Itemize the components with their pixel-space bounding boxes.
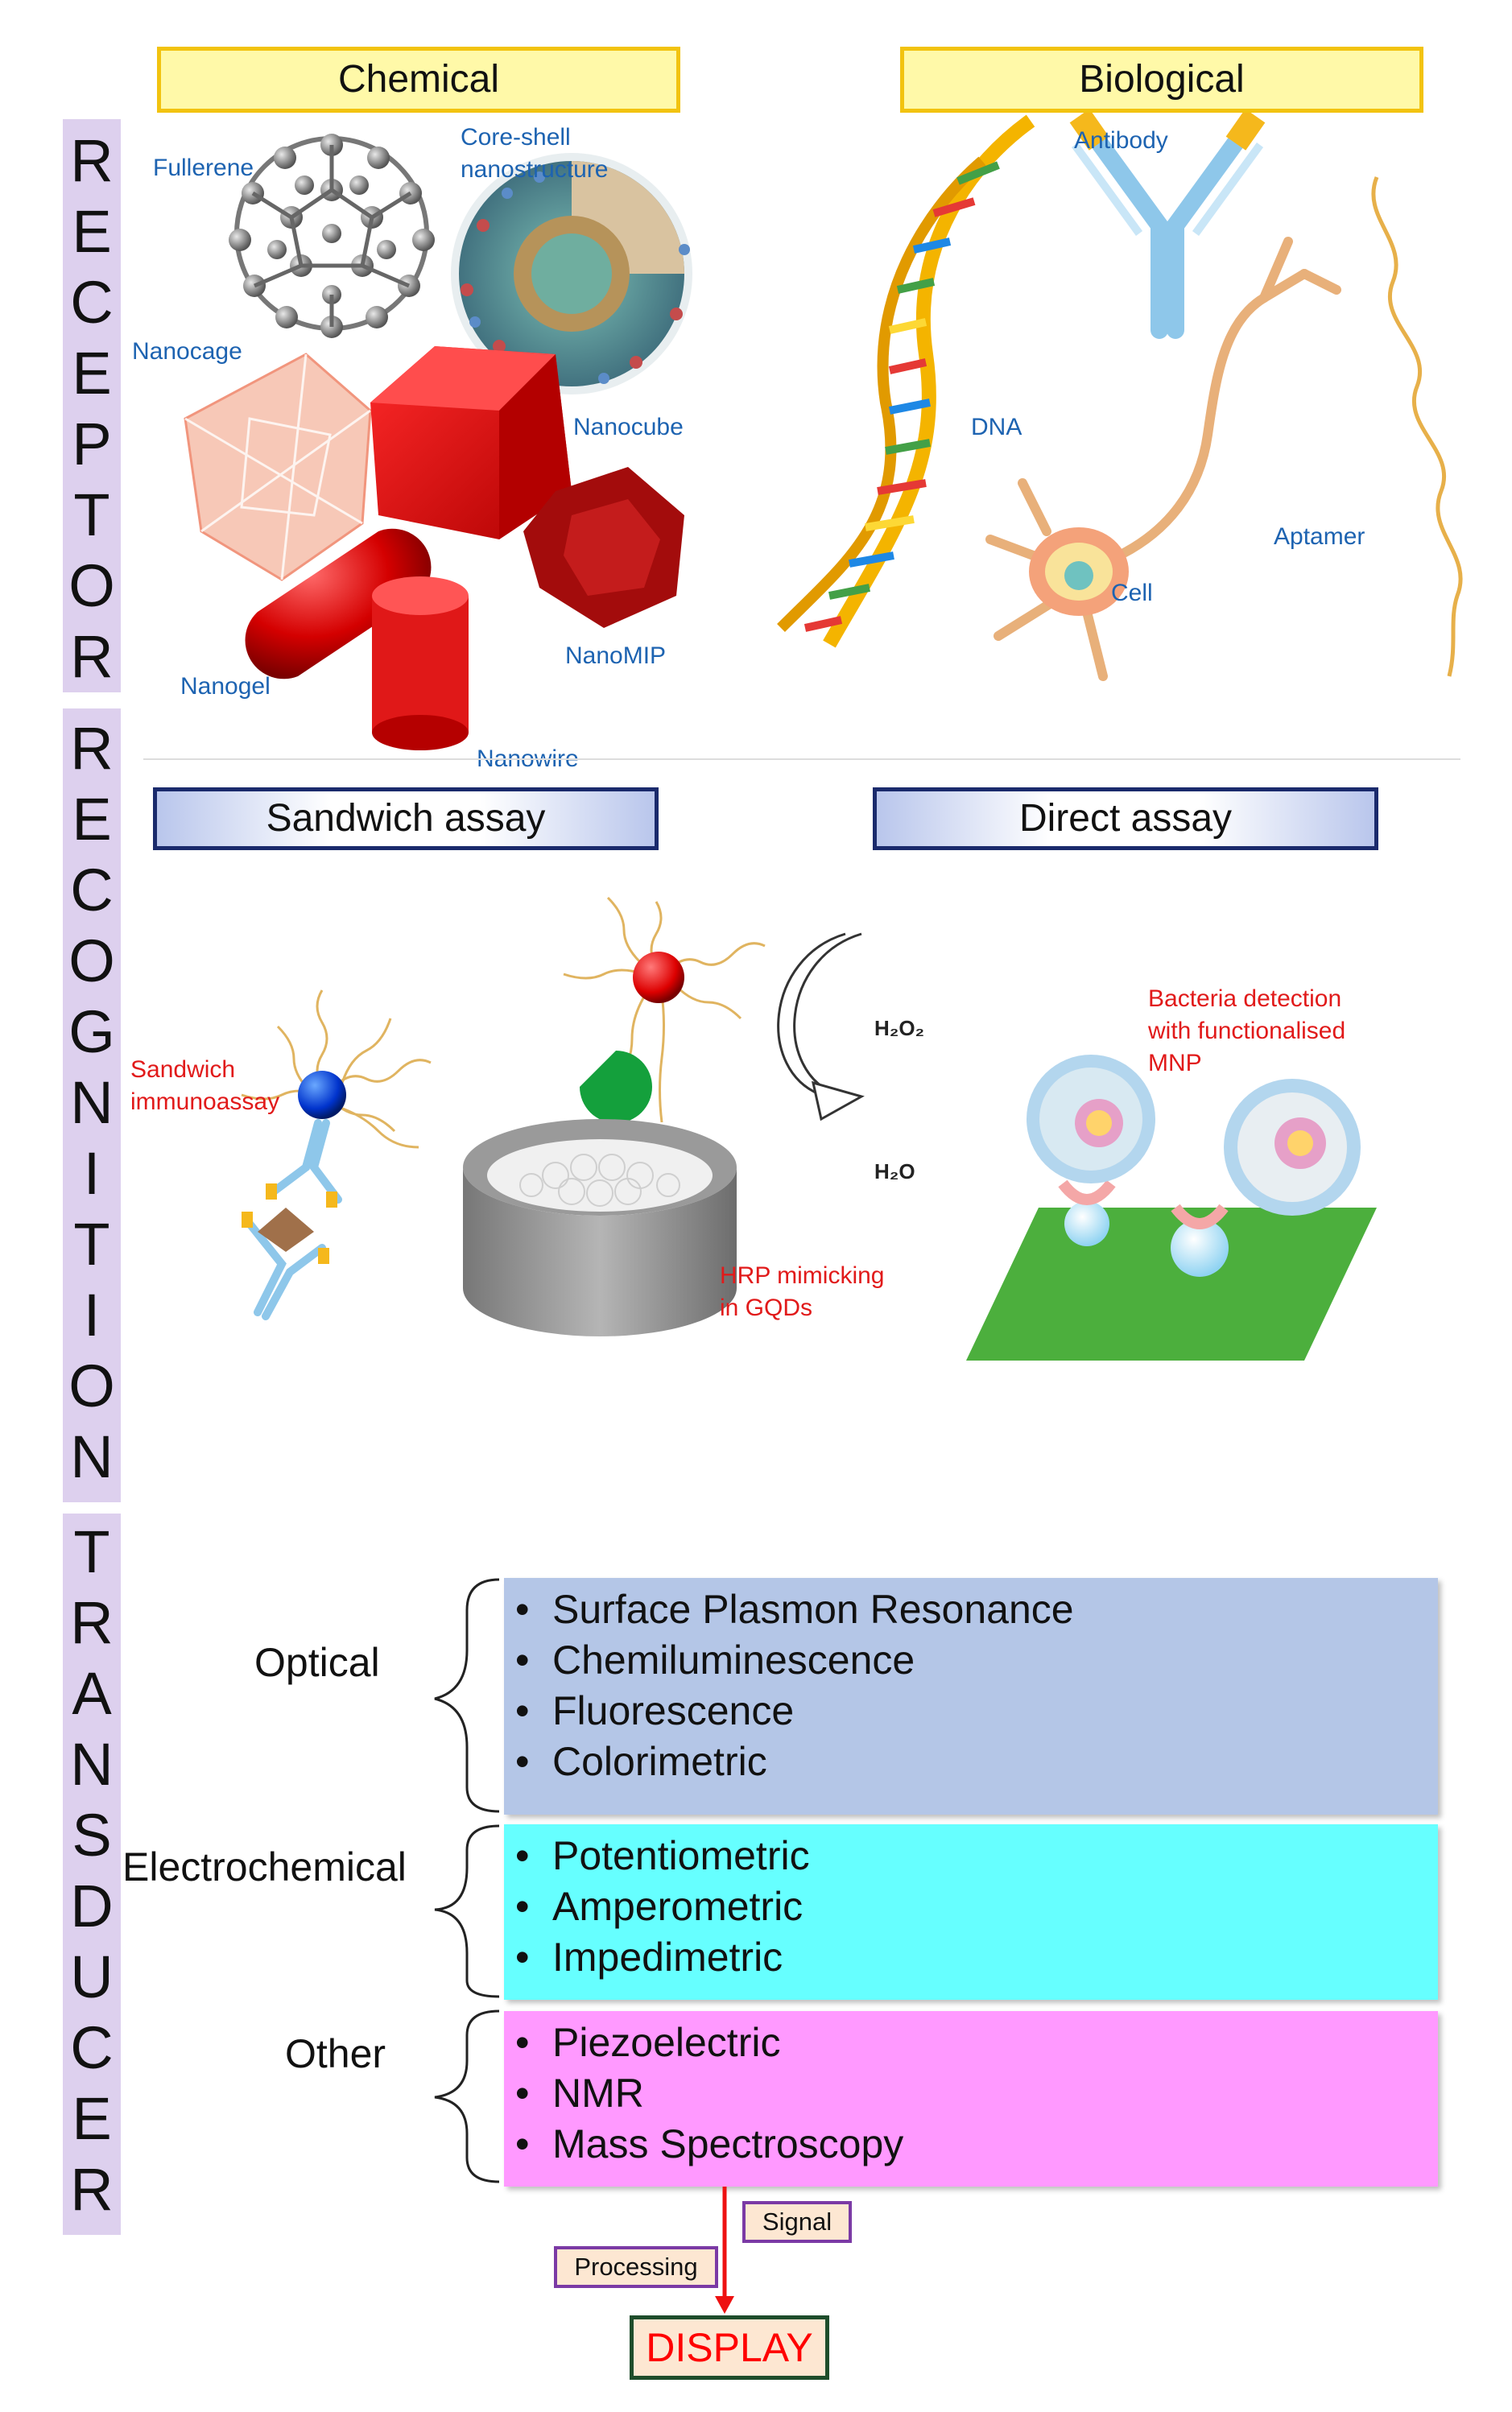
side-letter: E	[72, 786, 112, 853]
side-letter: G	[68, 998, 115, 1065]
core-shell-icon	[451, 153, 692, 394]
side-letter: E	[72, 2085, 112, 2152]
method-item: Potentiometric	[515, 1831, 1438, 1881]
sandwich-immunoassay-icon	[241, 989, 432, 1320]
label-aptamer: Aptamer	[1274, 523, 1365, 550]
fullerene-icon	[229, 134, 435, 338]
brace-optical	[434, 1578, 500, 1813]
signal-arrow	[715, 2187, 734, 2314]
label-bacteria-3: MNP	[1148, 1050, 1202, 1076]
label-cell: Cell	[1111, 580, 1153, 606]
category-optical: Optical	[254, 1640, 380, 1685]
signal-box: Signal	[742, 2201, 852, 2243]
label-core-shell: Core-shell	[461, 124, 571, 151]
electrochemical-methods-box: Potentiometric Amperometric Impedimetric	[504, 1824, 1438, 2000]
label-nanomip: NanoMIP	[565, 642, 667, 669]
method-item: NMR	[515, 2068, 1438, 2119]
nanogel-icon	[245, 528, 432, 679]
nanocage-icon	[184, 353, 372, 581]
label-bacteria-2: with functionalised	[1148, 1018, 1346, 1044]
label-hrp-mimicking: HRP mimicking	[720, 1262, 885, 1289]
brace-other	[434, 2009, 500, 2183]
side-letter: C	[70, 269, 114, 336]
recognition-illustrations	[241, 896, 1377, 1361]
side-label-recognition: R E C O G N I T I O N	[63, 708, 121, 1502]
side-letter: N	[70, 1731, 114, 1798]
label-h2o: H₂O	[874, 1159, 915, 1183]
side-letter: R	[70, 1589, 114, 1656]
side-letter: D	[70, 1873, 114, 1939]
method-item: Surface Plasmon Resonance	[515, 1584, 1438, 1635]
label-sandwich: Sandwich	[130, 1056, 236, 1083]
side-letter: T	[73, 1211, 110, 1278]
side-letter: C	[70, 2014, 114, 2081]
nanocube-icon	[370, 346, 572, 539]
side-letter: P	[72, 411, 112, 477]
side-letter: I	[83, 1140, 101, 1207]
optical-methods-box: Surface Plasmon Resonance Chemiluminesce…	[504, 1578, 1438, 1815]
label-nanogel: Nanogel	[180, 673, 271, 700]
side-letter: U	[70, 1943, 114, 2010]
display-box: DISPLAY	[630, 2315, 829, 2380]
receptor-illustrations	[184, 113, 1463, 750]
side-letter: I	[83, 1282, 101, 1348]
category-electrochemical: Electrochemical	[122, 1844, 407, 1890]
side-letter: R	[70, 623, 114, 690]
side-letter: E	[72, 198, 112, 265]
method-item: Colorimetric	[515, 1737, 1438, 1787]
reaction-arrow-icon	[777, 932, 865, 1121]
bacteria-detection-icon	[966, 1055, 1377, 1361]
side-letter: A	[72, 1660, 112, 1727]
label-nanocage: Nanocage	[132, 338, 242, 365]
aptamer-icon	[1371, 176, 1463, 677]
nanomip-icon	[523, 467, 684, 628]
side-letter: E	[72, 340, 112, 407]
hrp-gqd-well-icon	[463, 896, 766, 1336]
side-letter: R	[70, 715, 114, 782]
side-letter: N	[70, 1069, 114, 1136]
label-in-gqds: in GQDs	[720, 1295, 813, 1321]
section-divider	[143, 758, 1460, 760]
method-item: Mass Spectroscopy	[515, 2119, 1438, 2170]
brace-electrochemical	[434, 1824, 500, 1998]
side-letter: O	[68, 552, 115, 619]
side-letter: R	[70, 2156, 114, 2223]
side-letter: N	[70, 1423, 114, 1490]
method-item: Amperometric	[515, 1881, 1438, 1932]
antibody-icon	[1069, 113, 1266, 339]
method-item: Piezoelectric	[515, 2018, 1438, 2068]
category-other: Other	[285, 2031, 386, 2076]
label-dna: DNA	[971, 414, 1022, 440]
label-antibody: Antibody	[1074, 127, 1168, 154]
side-letter: C	[70, 857, 114, 923]
side-letter: O	[68, 927, 115, 994]
label-h2o2: H₂O₂	[874, 1016, 925, 1040]
side-letter: O	[68, 1353, 115, 1419]
side-label-receptor: R E C E P T O R	[63, 119, 121, 692]
method-item: Impedimetric	[515, 1932, 1438, 1983]
header-direct-assay: Direct assay	[873, 787, 1378, 850]
header-biological: Biological	[900, 47, 1423, 113]
side-letter: S	[72, 1802, 112, 1869]
header-chemical: Chemical	[157, 47, 680, 113]
processing-box: Processing	[554, 2246, 718, 2288]
method-item: Fluorescence	[515, 1686, 1438, 1737]
label-bacteria-1: Bacteria detection	[1148, 985, 1342, 1012]
header-sandwich-assay: Sandwich assay	[153, 787, 659, 850]
cell-icon	[985, 237, 1341, 681]
dna-icon	[777, 114, 1035, 648]
side-letter: T	[73, 1518, 110, 1585]
nanowire-icon	[372, 576, 469, 750]
label-immunoassay: immunoassay	[130, 1088, 280, 1115]
method-item: Chemiluminescence	[515, 1635, 1438, 1686]
side-letter: T	[73, 481, 110, 548]
label-nanocube: Nanocube	[573, 414, 684, 440]
label-core-shell-2: nanostructure	[461, 156, 609, 183]
side-label-transducer: T R A N S D U C E R	[63, 1514, 121, 2235]
other-methods-box: Piezoelectric NMR Mass Spectroscopy	[504, 2011, 1438, 2187]
side-letter: R	[70, 127, 114, 194]
transducer-braces	[434, 1578, 500, 2183]
label-fullerene: Fullerene	[153, 155, 254, 181]
